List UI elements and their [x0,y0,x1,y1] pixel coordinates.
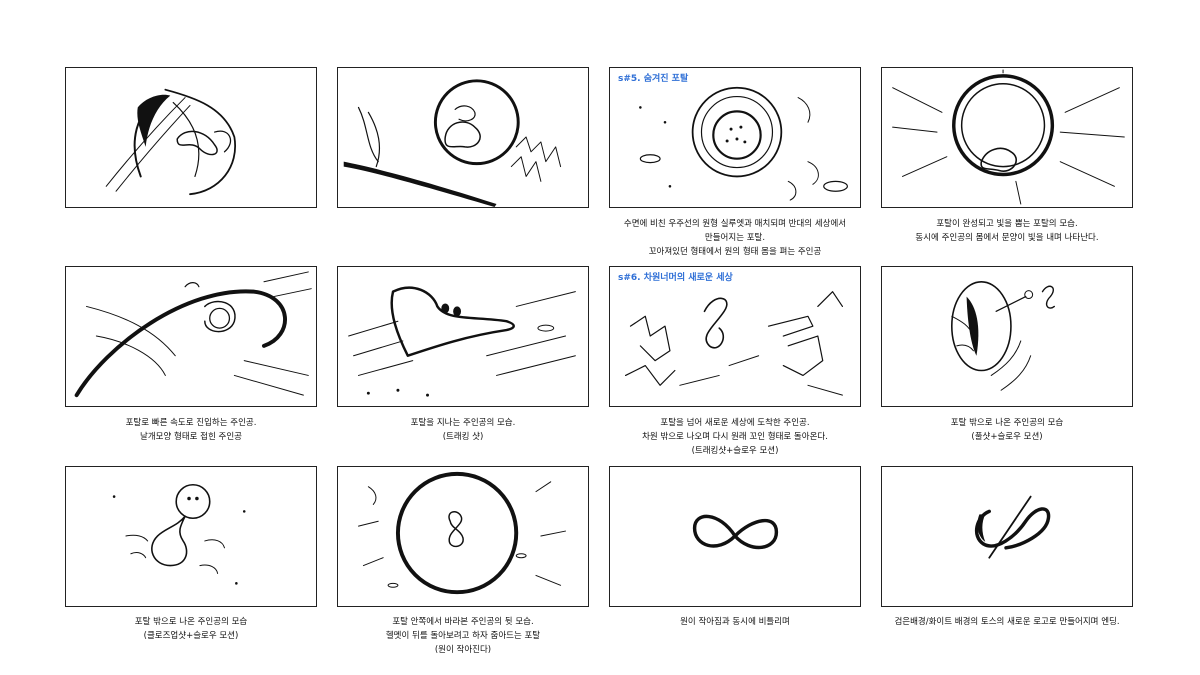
panel-8-caption: 포탈 밖으로 나온 주인공의 모습 (풀샷+슬로우 모션) [950,418,1064,442]
panel-5-caption: 포탈로 빠른 속도로 진입하는 주인공. 날개모양 형태로 접힌 주인공 [125,418,257,442]
panel-9-caption: 포탈 밖으로 나온 주인공의 모습 (클로즈업샷+슬로우 모션) [134,617,248,641]
sketch-passing-portal [348,286,576,397]
panel-3-caption: 수면에 비친 우주선의 원형 실루엣과 매치되며 반대의 세상에서 만들어지는 … [623,219,847,257]
sketch-inside-portal [358,471,567,595]
storyboard-panel-10 [337,466,589,607]
storyboard-panel-6 [337,266,589,407]
panel-7-caption: 포탈을 넘어 새로운 세상에 도착한 주인공. 차원 밖으로 나오며 다시 원래… [642,418,828,456]
sketch-portal-complete [892,69,1125,205]
sketch-fast-entry [74,271,312,398]
storyboard-panel-2 [337,67,589,208]
sketch-toss-logo-ending [974,495,1051,559]
sketch-exit-portal-full [951,280,1056,391]
storyboard-panel-11 [609,466,861,607]
panel-10-caption: 포탈 안쪽에서 바라본 주인공의 뒷 모습. 헬멧이 뒤를 돌아보려고 하자 줌… [385,617,541,655]
sketch-astronaut-closeup [105,88,237,196]
sketch-infinity-twist [692,514,779,550]
panel-12-caption: 검은배경/화이트 배경의 토스의 새로운 로고로 만들어지며 엔딩. [894,617,1120,627]
storyboard-panel-9 [65,466,317,607]
sketch-new-world [624,291,844,396]
sketch-exit-closeup [112,483,246,585]
panel-4-caption: 포탈이 완성되고 빛을 뿜는 포탈의 모습. 동시에 주인공의 몸에서 문양이 … [915,219,1099,243]
storyboard-panel-8 [881,266,1133,407]
storyboard-panel-1 [65,67,317,208]
sketch-helmet-reflection [343,79,562,207]
storyboard-panel-7: s#6. 차원너머의 새로운 세상 [609,266,861,407]
storyboard-panel-4 [881,67,1133,208]
sketch-hidden-portal [639,86,848,201]
scene-label: s#5. 숨겨진 포탈 [618,74,689,84]
scene-label: s#6. 차원너머의 새로운 세상 [618,273,733,283]
storyboard-panel-5 [65,266,317,407]
panel-11-caption: 원이 작아짐과 동시에 비틀리며 [680,617,790,627]
panel-6-caption: 포탈을 지나는 주인공의 모습. (트래킹 샷) [410,418,516,442]
storyboard-panel-3: s#5. 숨겨진 포탈 [609,67,861,208]
storyboard-panel-12 [881,466,1133,607]
